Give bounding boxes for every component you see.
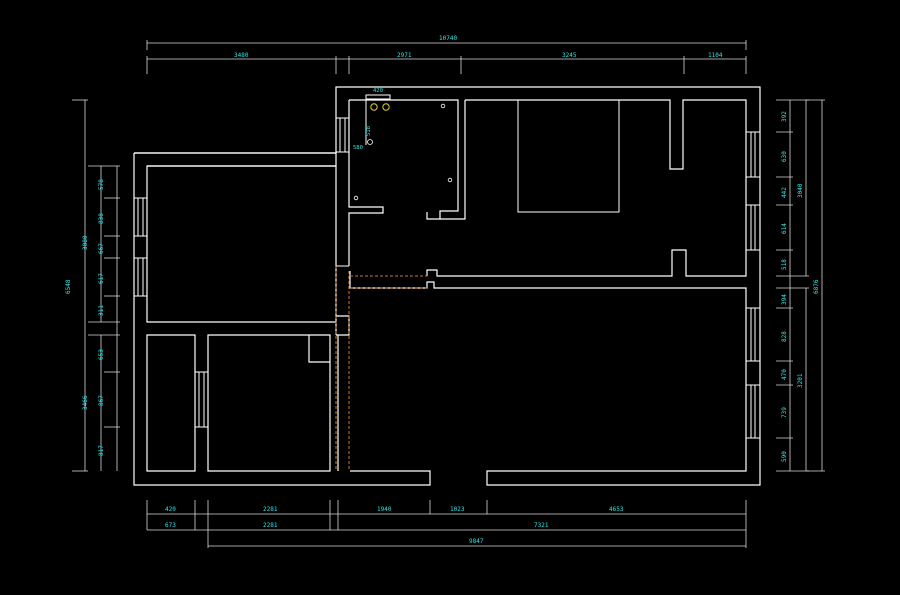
dim-bottom-a2: 2281 [263,506,278,513]
dim-right-upper: 3040 [797,183,804,198]
dim-left-7: 867 [98,395,105,406]
dim-right-2: 630 [781,151,788,162]
kitchen-fixtures: 420 518 580 [353,88,453,201]
kitchen-height-label: 518 [366,126,372,136]
dim-top-2: 2971 [397,52,412,59]
dim-bottom-b1: 673 [165,522,176,529]
dim-left-4: 617 [98,273,105,284]
dim-right-5: 518 [781,259,788,270]
dim-left-2: 838 [98,213,105,224]
dim-left-upper: 3080 [82,235,89,250]
left-lower-rooms [146,315,350,472]
bottom-dimensions: 420 2281 1940 1023 4653 673 2281 7321 98… [146,500,747,548]
dim-right-9: 739 [781,407,788,418]
outer-walls [133,86,761,486]
dim-left-8: 817 [98,445,105,456]
windows [133,117,761,439]
dim-left-total: 6548 [65,279,72,294]
dim-top-1: 3480 [234,52,249,59]
dim-bottom-a3: 1940 [377,506,392,513]
dim-left-6: 653 [98,349,105,360]
dim-right-lower: 3201 [797,373,804,388]
dim-right-7: 828 [781,331,788,342]
kitchen-width-label: 420 [373,88,383,94]
dim-bottom-b3: 7321 [534,522,549,529]
dim-right-3: 442 [781,187,788,198]
dim-bottom-a5: 4653 [609,506,624,513]
right-dimensions: 6876 3040 3201 392 630 442 614 518 394 8… [776,99,825,472]
dim-bottom-total: 9847 [469,538,484,545]
dim-right-8: 470 [781,369,788,380]
kitchen-depth-label: 580 [353,145,363,151]
dim-bottom-a1: 420 [165,506,176,513]
dim-bottom-b2: 2281 [263,522,278,529]
dim-top-4: 1104 [708,52,723,59]
dim-top-total: 10740 [439,35,457,42]
demolition-lines [335,266,427,471]
inner-partition [517,100,620,213]
dim-left-5: 311 [98,305,105,316]
dim-right-total: 6876 [813,279,820,294]
top-dimensions: 10740 3480 2971 3245 1104 [146,35,747,74]
left-upper-room [134,152,349,335]
dim-bottom-a4: 1023 [450,506,465,513]
dim-right-4: 614 [781,223,788,234]
dim-right-6: 394 [781,294,788,305]
left-dimensions: 6548 3080 3466 578 838 667 617 311 653 8… [65,99,120,472]
dim-right-10: 590 [781,451,788,462]
dim-left-1: 578 [98,179,105,190]
dim-right-1: 392 [781,111,788,122]
dim-left-lower: 3466 [82,395,89,410]
dim-top-3: 3245 [562,52,577,59]
dim-left-3: 667 [98,243,105,254]
